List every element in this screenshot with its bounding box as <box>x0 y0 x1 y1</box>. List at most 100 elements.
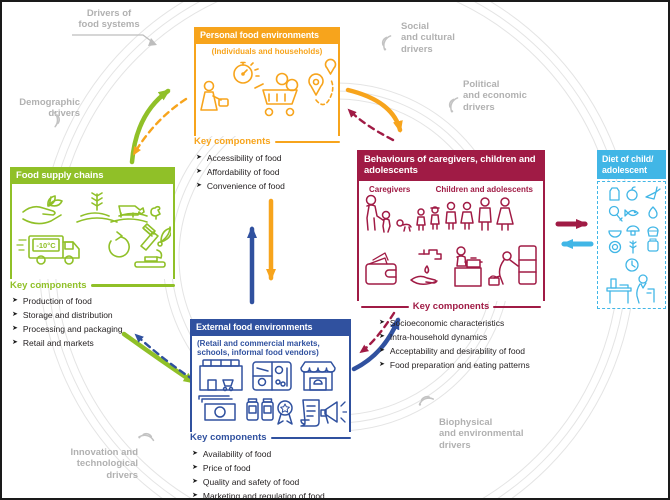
carrot-icon <box>644 186 661 200</box>
jars-icon <box>245 398 274 421</box>
key-components-line <box>90 284 175 287</box>
bullet-arrow-icon: ➤ <box>192 463 198 471</box>
microscope-leaf-icon <box>133 223 171 269</box>
clock-icon <box>624 258 639 272</box>
personal-food-environments-panel: Personal food environments (Individuals … <box>194 27 340 193</box>
signal-icon <box>418 395 435 406</box>
key-components-heading: Key components <box>194 136 271 148</box>
award-ribbon-icon <box>276 400 293 425</box>
biophysical-environmental-drivers-text: Biophysical and environmental drivers <box>439 417 524 451</box>
key-components-line <box>270 436 351 440</box>
panel-title: Personal food environments <box>194 27 340 44</box>
key-components-line <box>493 305 542 309</box>
children-adolescents-label: Children and adolescents <box>435 184 533 194</box>
key-component-item: ➤Quality and safety of food <box>192 476 300 487</box>
key-components-list: ➤Socioeconomic characteristics ➤Intra-ho… <box>357 316 545 372</box>
behaviours-icons <box>365 194 537 287</box>
megaphone-icon <box>319 401 347 424</box>
bullet-arrow-icon: ➤ <box>379 318 385 326</box>
key-components-list: ➤Availability of food ➤Price of food ➤Qu… <box>190 447 351 499</box>
bowl-icon <box>607 230 622 238</box>
social-cultural-drivers-label: Social and cultural drivers <box>381 10 481 66</box>
bullet-arrow-icon: ➤ <box>12 325 18 333</box>
political-economic-drivers-label: Political and economic drivers <box>448 68 553 124</box>
water-tap-hand-icon <box>410 249 442 285</box>
panel-title: External food environments <box>190 319 351 336</box>
political-economic-drivers-text: Political and economic drivers <box>463 79 527 113</box>
kiosk-icon <box>299 361 336 391</box>
key-components-heading: Key components <box>412 301 490 313</box>
arrow-personal-to-food-supply <box>132 97 188 156</box>
panel-title: Behaviours of caregivers, children and a… <box>357 150 545 181</box>
key-component-item: ➤Processing and packaging <box>12 324 123 335</box>
growth-stages-icon <box>396 197 514 232</box>
innovation-technological-drivers-text: Innovation and technological drivers <box>70 447 138 481</box>
key-components-heading: Key components <box>190 432 267 444</box>
key-components-heading: Key components <box>10 279 87 291</box>
demographic-drivers-label: Demographic drivers <box>6 86 80 131</box>
map-pins-route-icon <box>308 59 337 106</box>
key-component-item: ➤Price of food <box>192 462 251 473</box>
shopper-with-basket-icon <box>200 81 229 112</box>
bullet-arrow-icon: ➤ <box>196 153 202 161</box>
stopwatch-icon <box>233 62 260 85</box>
bullet-arrow-icon: ➤ <box>192 477 198 485</box>
diet-icons <box>605 186 661 304</box>
cart-with-coins-icon <box>254 73 299 117</box>
key-component-item: ➤Retail and markets <box>12 338 94 349</box>
arrow-food-supply-to-personal <box>129 88 171 165</box>
key-components-line <box>361 305 409 309</box>
key-component-item: ➤Accessibility of food <box>196 152 282 163</box>
milk-icon <box>608 187 620 201</box>
drivers-pointer-line <box>72 34 157 46</box>
panel-title: Diet of child/ adolescent <box>597 150 666 180</box>
key-components-list: ➤Production of food ➤Storage and distrib… <box>10 294 175 350</box>
panel-subtitle: (Retail and commercial markets, schools,… <box>197 338 320 358</box>
key-component-item: ➤Socioeconomic characteristics <box>379 317 505 328</box>
bread-icon <box>646 226 659 237</box>
panel-subtitle: (Individuals and households) <box>211 46 323 56</box>
cycle-arrow-icon <box>107 231 130 258</box>
key-component-item: ➤Availability of food <box>192 448 272 459</box>
fridge-person-icon <box>488 245 537 286</box>
social-cultural-drivers-text: Social and cultural drivers <box>401 21 455 55</box>
svg-text:-10°C: -10°C <box>36 241 56 250</box>
caregivers-label: Caregivers <box>369 184 411 194</box>
signal-icon <box>138 432 155 442</box>
key-component-item: ➤Acceptability and desirability of food <box>379 345 526 356</box>
wallet-icon <box>365 252 397 285</box>
farm-field-livestock-icon <box>75 192 161 224</box>
cooking-icon <box>454 246 483 287</box>
behaviours-panel: Behaviours of caregivers, children and a… <box>357 150 545 372</box>
diet-panel: Diet of child/ adolescent <box>597 150 666 310</box>
child-eating-icon <box>605 274 655 304</box>
external-icons <box>197 359 347 427</box>
hand-seedling-icon <box>21 195 63 225</box>
key-component-item: ➤Convenience of food <box>196 180 285 191</box>
apple-icon <box>625 186 638 201</box>
key-component-item: ➤Affordability of food <box>196 166 280 177</box>
bullet-arrow-icon: ➤ <box>379 360 385 368</box>
key-component-item: ➤Food preparation and eating patterns <box>379 359 530 370</box>
bullet-arrow-icon: ➤ <box>12 311 18 319</box>
fish-icon <box>623 209 639 217</box>
bullet-arrow-icon: ➤ <box>12 297 18 305</box>
caregiver-child-icon <box>365 194 391 233</box>
bullet-arrow-icon: ➤ <box>196 167 202 175</box>
banknotes-icon <box>197 395 236 421</box>
egg-icon <box>647 206 658 219</box>
drivers-of-food-systems-label: Drivers of food systems <box>78 8 140 31</box>
toast-icon <box>646 238 659 252</box>
key-components-line <box>274 140 340 144</box>
bullet-arrow-icon: ➤ <box>192 491 198 499</box>
drumstick-icon <box>608 205 623 222</box>
lunch-tray-icon <box>251 361 292 391</box>
personal-icons <box>200 59 337 117</box>
key-component-item: ➤Marketing and regulation of food <box>192 489 351 499</box>
plate-icon <box>608 240 621 254</box>
food-supply-chains-panel: Food supply chains <box>10 167 175 350</box>
bullet-arrow-icon: ➤ <box>196 181 202 189</box>
bullet-arrow-icon: ➤ <box>12 339 18 347</box>
mushroom-icon <box>625 225 640 236</box>
key-component-item: ➤Production of food <box>12 296 92 307</box>
